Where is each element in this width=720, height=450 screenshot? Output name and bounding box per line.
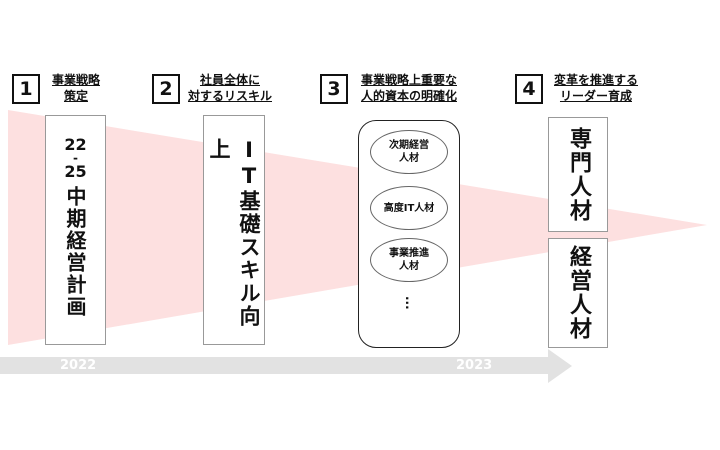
step-3-label: 事業戦略上重要な人的資本の明確化: [354, 72, 464, 104]
next-executive-talent: 次期経営 人材: [370, 130, 448, 174]
advanced-it-talent: 高度IT人材: [370, 186, 448, 230]
step-1-number: 1: [12, 74, 40, 104]
executive-talent-text: 経営人材: [566, 245, 591, 341]
step-2-number: 2: [152, 74, 180, 104]
timeline-arrow: [0, 349, 572, 383]
years-dash: -: [73, 151, 78, 165]
growth-wedge: [8, 110, 707, 345]
more-ellipsis: ...: [403, 296, 417, 310]
step-2-label: 社員全体に対するリスキル: [184, 72, 276, 104]
step-1-label: 事業戦略策定: [45, 72, 107, 104]
step-2-label-line2: 対するリスキル: [187, 89, 272, 103]
years-end: 25: [64, 162, 87, 181]
step-2-label-line1: 社員全体に: [199, 73, 260, 87]
step-4-number: 4: [515, 74, 543, 104]
step-1-label-line2: 策定: [63, 89, 88, 103]
mid-term-plan-box: 22 - 25 中期経営計画: [45, 115, 106, 345]
executive-talent-box: 経営人材: [548, 238, 608, 348]
step-1-label-line1: 事業戦略: [51, 73, 100, 87]
step-4-label-line2: リーダー育成: [559, 89, 632, 103]
step-3-number: 3: [320, 74, 348, 104]
step-4-label-line1: 変革を推進する: [553, 73, 638, 87]
step-4-label: 変革を推進するリーダー育成: [548, 72, 644, 104]
it-skill-box: IT基礎スキル向上: [203, 115, 265, 345]
years-start: 22: [64, 135, 87, 154]
timeline-start-year: 2022: [60, 358, 97, 373]
it-skill-text: IT基礎スキル向上: [207, 138, 261, 328]
timeline-end-year: 2023: [456, 358, 493, 373]
human-capital-container: 次期経営 人材 高度IT人材 事業推進 人材 ...: [358, 120, 460, 348]
step-3-label-line2: 人的資本の明確化: [360, 89, 457, 103]
specialist-talent-box: 専門人材: [548, 117, 608, 232]
specialist-talent-text: 専門人材: [566, 126, 591, 223]
business-promotion-talent: 事業推進 人材: [370, 238, 448, 282]
step-3-label-line1: 事業戦略上重要な: [360, 73, 457, 87]
mid-term-plan-text: 中期経営計画: [63, 186, 87, 318]
